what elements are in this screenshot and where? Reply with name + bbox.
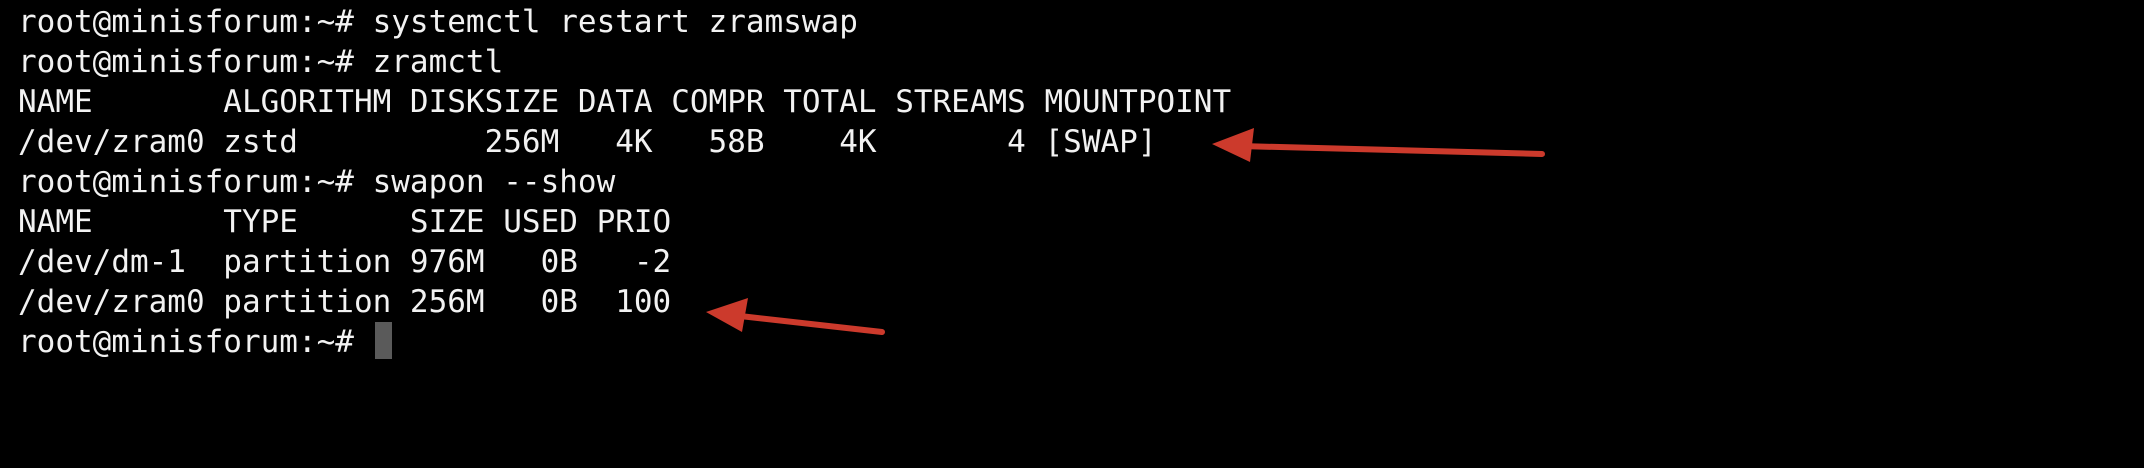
zramctl-row-zram0: /dev/zram0 zstd 256M 4K 58B 4K 4 [SWAP] [18, 124, 1157, 160]
terminal-line-2: root@minisforum:~# zramctl [18, 44, 504, 80]
arrowhead-icon [706, 298, 748, 332]
terminal-prompt: root@minisforum:~# [18, 324, 373, 360]
terminal-line-5: root@minisforum:~# swapon --show [18, 164, 616, 200]
annotation-arrow-prio [706, 298, 885, 335]
zramctl-header: NAME ALGORITHM DISKSIZE DATA COMPR TOTAL… [18, 84, 1232, 120]
text-cursor [374, 322, 392, 359]
swapon-header: NAME TYPE SIZE USED PRIO [18, 204, 672, 240]
terminal-prompt-line[interactable]: root@minisforum:~# [18, 322, 392, 362]
swapon-row-dm1: /dev/dm-1 partition 976M 0B -2 [18, 244, 672, 280]
arrowhead-icon [1212, 128, 1254, 162]
swapon-row-zram0: /dev/zram0 partition 256M 0B 100 [18, 284, 672, 320]
annotation-arrow-swap [1212, 128, 1545, 162]
terminal-line-1: root@minisforum:~# systemctl restart zra… [18, 4, 858, 40]
